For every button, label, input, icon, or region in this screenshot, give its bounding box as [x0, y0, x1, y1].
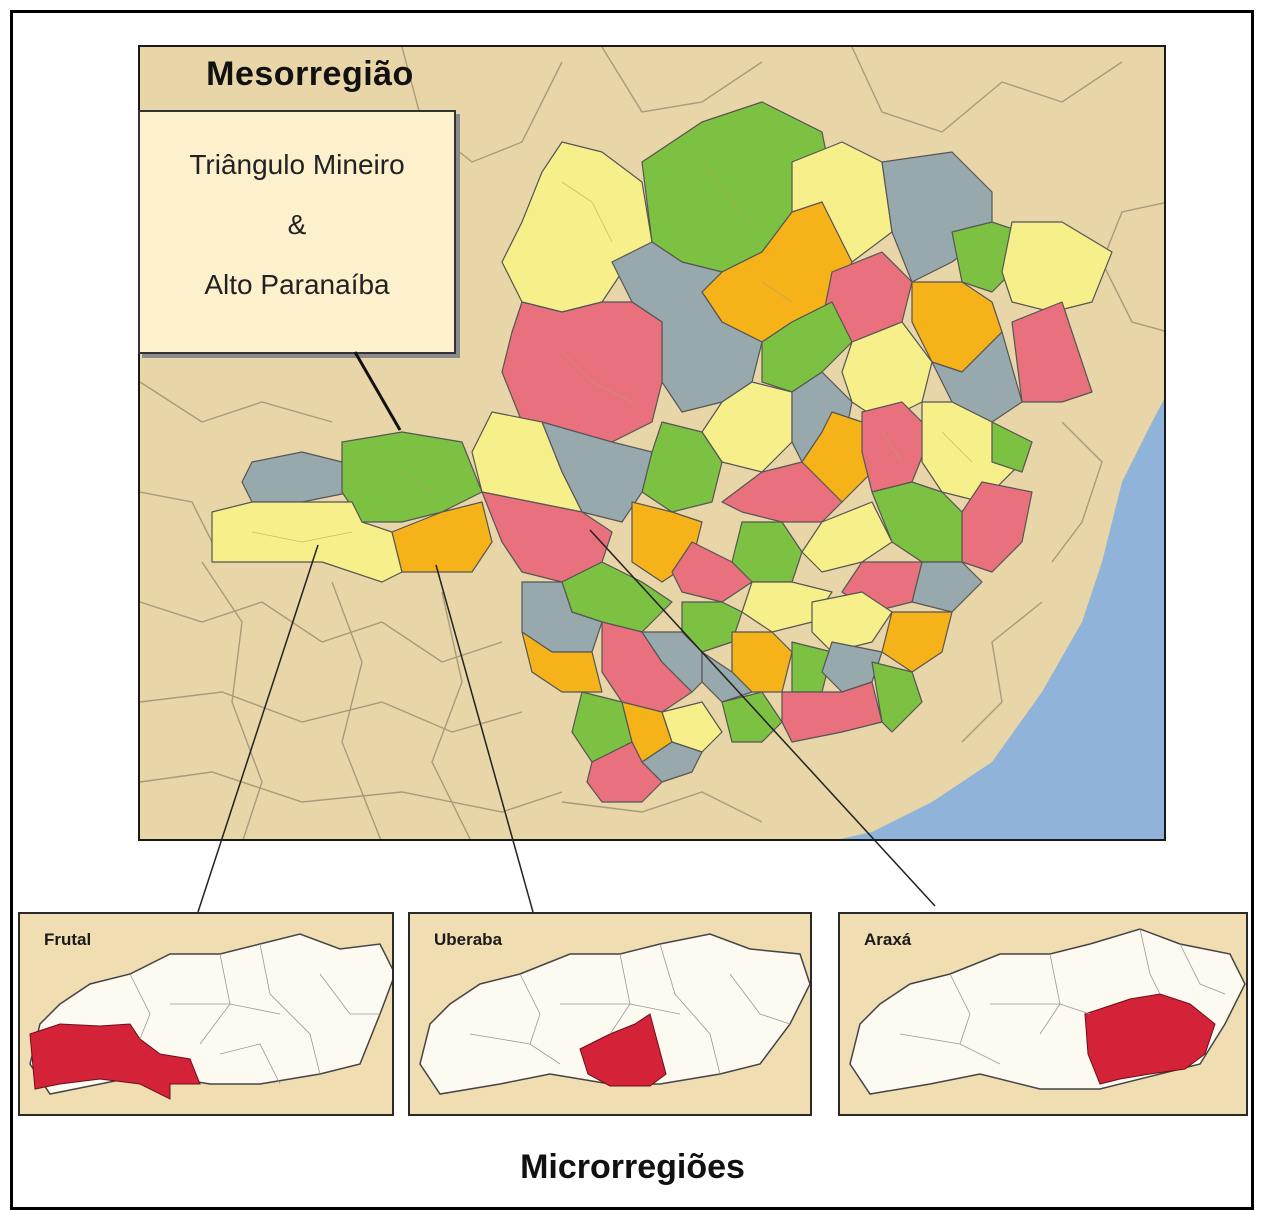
inset-label: Araxá — [864, 930, 912, 949]
ocean-area — [840, 399, 1164, 839]
inset-araxa: Araxá — [838, 912, 1248, 1116]
microregions-heading: Microrregiões — [520, 1148, 745, 1186]
inset-label: Frutal — [44, 930, 92, 949]
mesoregion-heading: Mesorregião — [206, 55, 414, 93]
inset-frutal: Frutal — [18, 912, 394, 1116]
inset-uberaba: Uberaba — [408, 912, 812, 1116]
mesoregion-name-line3: Alto Paranaíba — [204, 269, 390, 300]
mesoregion-name-ampersand: & — [287, 209, 307, 240]
mesoregion-label-box: Triângulo Mineiro & Alto Paranaíba — [138, 110, 456, 354]
mesoregion-name-line1: Triângulo Mineiro — [189, 149, 405, 180]
inset-label: Uberaba — [434, 930, 503, 949]
